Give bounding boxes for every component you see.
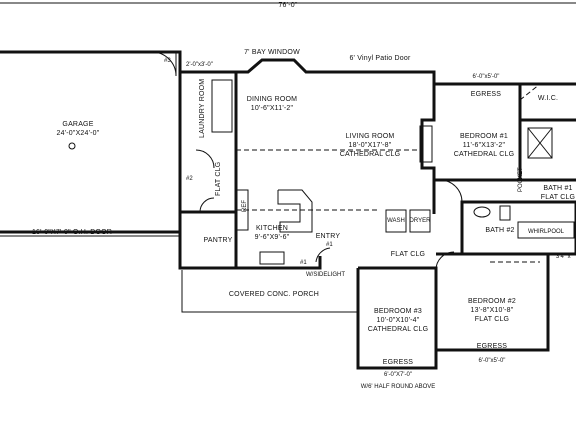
dryer xyxy=(409,209,431,233)
half-round-label: W/6' HALF ROUND ABOVE xyxy=(361,384,436,390)
kitchen-area: PANTRY REF KITCHEN 9'-6"X9'-6" ENTRY #1 … xyxy=(178,189,345,278)
kitchen-name: KITCHEN xyxy=(256,225,288,232)
bedroom-3: BEDROOM #3 10'-0"X10'-4" CATHEDRAL CLG E… xyxy=(356,266,438,390)
dining-name: DINING ROOM xyxy=(247,96,297,103)
dining-room: 7' BAY WINDOW 6' Vinyl Patio Door DINING… xyxy=(236,49,436,151)
bedroom3-window-size: 6'-0"X7'-0" xyxy=(384,372,412,378)
living-size: 18'-0"X17'-8" xyxy=(349,142,392,149)
bedroom1-egress: EGRESS xyxy=(471,91,502,98)
washer xyxy=(385,209,407,233)
bath-side-dim: 3'4" x xyxy=(556,254,571,260)
bedroom2-window-size: 6'-0"x5'-0" xyxy=(479,358,506,364)
ref-label: REF xyxy=(242,200,248,212)
bath-1: POCKET BATH #1 FLAT CLG xyxy=(518,167,576,201)
bath1-name: BATH #1 xyxy=(543,185,572,192)
bedroom1-window-size: 6'-0"x5'-0" xyxy=(473,74,500,80)
dryer-label: DRYER xyxy=(410,218,432,224)
bath1-ceiling: FLAT CLG xyxy=(541,194,575,201)
laundry-closet-size: 2'-0"x3'-0" xyxy=(186,62,213,68)
whirlpool-tub xyxy=(517,221,575,239)
overall-dimension: 76'-0" xyxy=(0,2,576,9)
bedroom2-egress: EGRESS xyxy=(477,343,508,350)
kitchen-size: 9'-6"X9'-6" xyxy=(255,234,290,241)
entry-name: ENTRY xyxy=(316,233,341,240)
bedroom2-size: 13'-8"X10'-8" xyxy=(471,307,514,314)
laundry-name: LAUNDRY ROOM xyxy=(199,79,206,138)
bedroom-1: 6'-0"x5'-0" EGRESS BEDROOM #1 11'-6"X13'… xyxy=(434,74,541,203)
bedroom3-size: 10'-0"X10'-4" xyxy=(377,317,420,324)
living-room: LIVING ROOM 18'-0"X17'-8" CATHEDRAL CLG xyxy=(236,84,436,214)
bedroom1-ceiling: CATHEDRAL CLG xyxy=(454,151,515,158)
whirlpool-label: WHIRLPOOL xyxy=(528,229,565,235)
closet-x xyxy=(527,127,553,159)
living-name: LIVING ROOM xyxy=(346,133,395,140)
overall-width-label: 76'-0" xyxy=(278,2,297,9)
laundry-door-number: #2 xyxy=(186,176,193,182)
laundry-counter xyxy=(211,79,233,133)
garage-name: GARAGE xyxy=(62,121,93,128)
covered-porch: COVERED CONC. PORCH xyxy=(181,270,358,313)
bedroom-2: BEDROOM #2 13'-8"X10'-8" FLAT CLG EGRESS… xyxy=(434,252,550,364)
bath2-name: BATH #2 xyxy=(485,227,514,234)
garage: #3 GARAGE 24'-0"X24'-0" 16'-0"X7'-0" O.H… xyxy=(0,50,182,237)
patio-door-label: 6' Vinyl Patio Door xyxy=(349,55,411,62)
walk-in-closet: W.I.C. xyxy=(520,82,576,159)
bedroom2-name: BEDROOM #2 xyxy=(468,298,516,305)
kitchen-sink xyxy=(259,251,285,265)
garage-door-number: #3 xyxy=(164,58,171,64)
hall-flat-clg: FLAT CLG xyxy=(391,251,425,258)
bedroom3-name: BEDROOM #3 xyxy=(374,308,422,315)
laundry-flat-clg: FLAT CLG xyxy=(215,162,222,196)
bath-2: BATH #2 WHIRLPOOL 3'4" x xyxy=(460,200,576,260)
pocket-label: POCKET xyxy=(518,167,524,192)
porch-name: COVERED CONC. PORCH xyxy=(229,291,319,298)
wic-label: W.I.C. xyxy=(538,95,558,102)
bay-window-label: 7' BAY WINDOW xyxy=(244,49,300,56)
garage-size: 24'-0"X24'-0" xyxy=(57,130,100,137)
bedroom1-name: BEDROOM #1 xyxy=(460,133,508,140)
laundry-entry-door-number: #1 xyxy=(326,242,333,248)
bath2-toilet xyxy=(499,205,511,221)
bedroom3-ceiling: CATHEDRAL CLG xyxy=(368,326,429,333)
sidelight-label: W/SIDELIGHT xyxy=(306,272,345,278)
refrigerator xyxy=(235,189,249,231)
hall-utility: WASH DRYER FLAT CLG xyxy=(385,209,455,271)
fireplace xyxy=(419,125,433,163)
entry-door-number: #1 xyxy=(300,260,307,266)
garage-floor-drain xyxy=(68,142,76,150)
bedroom3-egress: EGRESS xyxy=(383,359,414,366)
living-ceiling: CATHEDRAL CLG xyxy=(340,151,401,158)
washer-label: WASH xyxy=(387,218,405,224)
laundry-room: 2'-0"x3'-0" LAUNDRY ROOM FLAT CLG #2 xyxy=(178,62,238,214)
dining-size: 10'-6"X11'-2" xyxy=(251,105,294,112)
pantry-name: PANTRY xyxy=(204,237,233,244)
bedroom1-size: 11'-6"X13'-2" xyxy=(463,142,506,149)
bath2-sink xyxy=(473,206,491,218)
bedroom2-ceiling: FLAT CLG xyxy=(475,316,509,323)
garage-door-size: 16'-0"X7'-0" O.H. DOOR xyxy=(32,229,112,236)
